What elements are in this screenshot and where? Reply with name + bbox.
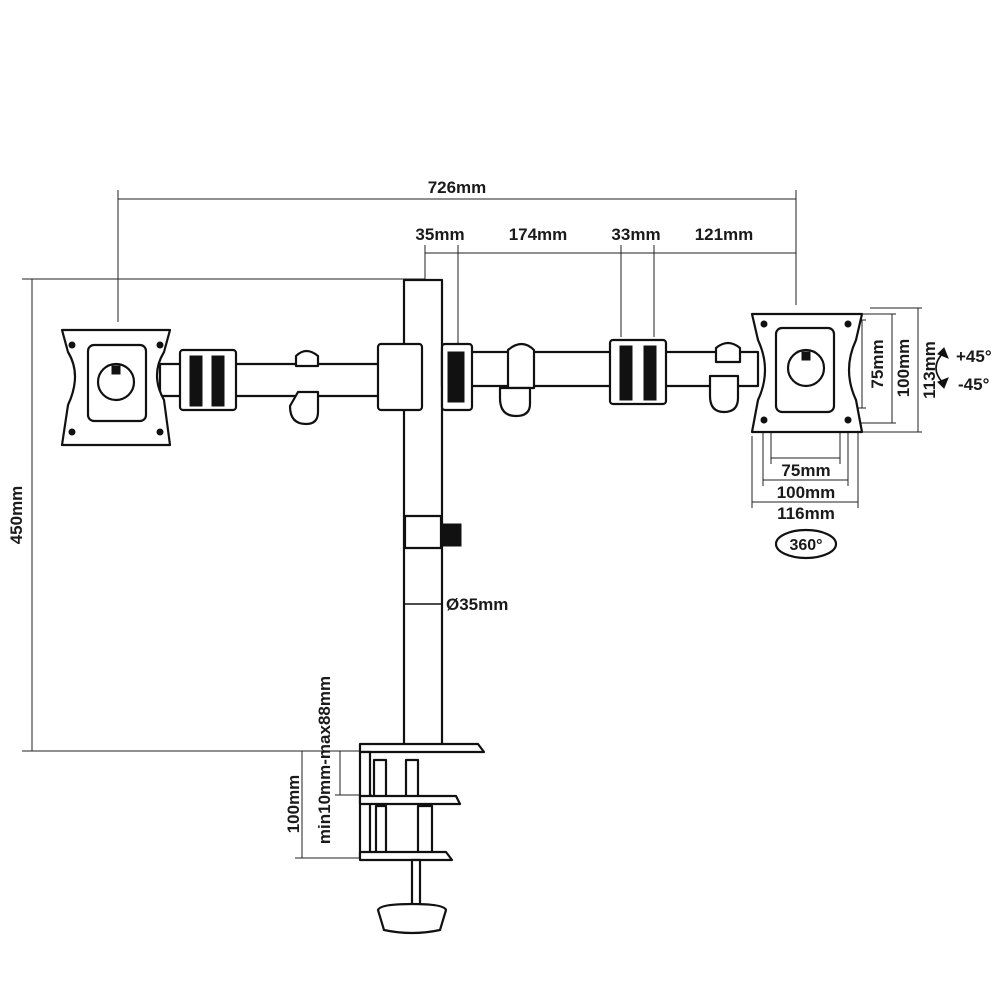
total-width-label: 726mm	[428, 178, 487, 197]
tilt-arrows	[935, 347, 949, 389]
desk-clamp	[358, 742, 486, 935]
vesa-100-horizontal-label: 100mm	[777, 483, 836, 502]
end-seg-label: 121mm	[695, 225, 754, 244]
right-vesa-plate	[750, 312, 864, 434]
tilt-down-label: -45°	[958, 375, 990, 394]
joint-seg-label: 33mm	[611, 225, 660, 244]
left-arm	[158, 348, 407, 426]
right-arm	[376, 338, 760, 418]
rotation-label: 360°	[789, 537, 822, 554]
plate-width-label: 116mm	[777, 504, 835, 523]
vesa-75-horizontal-label: 75mm	[781, 461, 830, 480]
vesa-75-vertical-label: 75mm	[868, 339, 887, 388]
left-vesa-plate	[60, 328, 172, 447]
rotation-badge	[774, 528, 838, 560]
desk-thickness-label: min10mm-max88mm	[315, 676, 334, 844]
tilt-up-label: +45°	[956, 347, 992, 366]
height-label: 450mm	[7, 486, 26, 545]
vesa-100-vertical-label: 100mm	[894, 339, 913, 398]
pole-diameter-label: Ø35mm	[446, 595, 508, 614]
clamp-depth-label: 100mm	[284, 775, 303, 834]
dimension-lines	[22, 190, 922, 859]
arm-seg-label: 174mm	[509, 225, 568, 244]
pole-seg-label: 35mm	[415, 225, 464, 244]
plate-height-label: 113mm	[920, 341, 939, 399]
